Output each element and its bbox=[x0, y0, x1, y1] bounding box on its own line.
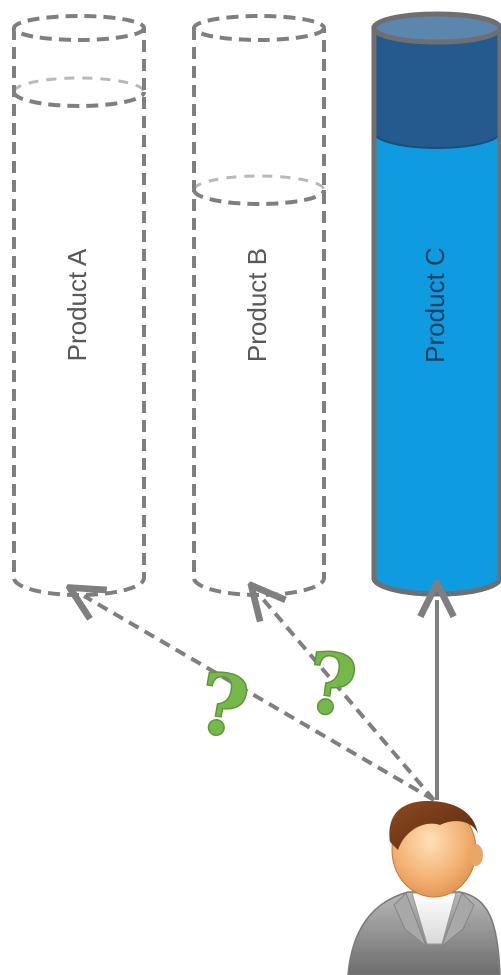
product-c-cylinder: Product C bbox=[371, 11, 501, 597]
person-avatar-icon bbox=[347, 801, 501, 975]
choice-arrows bbox=[84, 596, 437, 802]
question-mark-b: ? bbox=[300, 632, 363, 737]
product-a-cylinder: Product A bbox=[12, 14, 146, 597]
product-a-label: Product A bbox=[62, 248, 92, 361]
product-c-label: Product C bbox=[420, 247, 450, 363]
question-mark-a: ? bbox=[190, 652, 256, 758]
product-b-label: Product B bbox=[242, 248, 272, 362]
arrow-to-product-a bbox=[84, 596, 436, 802]
product-b-cylinder: Product B bbox=[192, 14, 326, 597]
arrow-to-product-b bbox=[262, 598, 436, 802]
